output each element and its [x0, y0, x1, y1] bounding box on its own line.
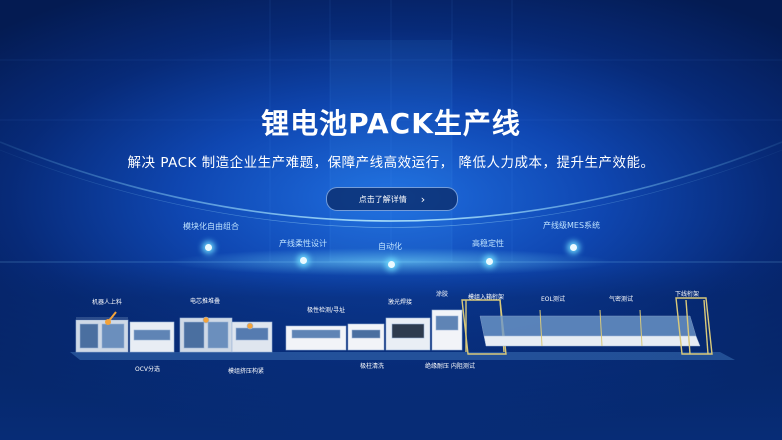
- laser-welding-machine: [385, 317, 431, 351]
- feature-stability-dot: [485, 257, 493, 265]
- ocv-sorting-machine: [129, 321, 175, 353]
- station-label: 下线桁架: [675, 291, 700, 298]
- feature-flexible-dot: [299, 256, 307, 264]
- station-label: EOL测试: [541, 296, 565, 303]
- gluing-machine: [431, 309, 463, 351]
- feature-mes: 产线级MES系统: [543, 221, 601, 230]
- station-label: 激光焊接: [388, 299, 413, 306]
- test-frames: [539, 309, 643, 347]
- station-label: 模组挤压构紧: [228, 368, 265, 375]
- station-label: 绝缘耐压 内阻测试: [425, 363, 475, 370]
- module-compress-cell: [231, 321, 273, 353]
- polarity-detection-machine: [285, 325, 347, 351]
- chevron-right-icon: ›: [420, 192, 426, 206]
- feature-flexible: 产线柔性设计: [279, 239, 327, 248]
- station-label: 极性检测/寻址: [307, 307, 346, 314]
- page-title: 锂电池PACK生产线: [261, 107, 521, 140]
- offline-gantry: [675, 297, 713, 355]
- feature-automation: 自动化: [378, 242, 402, 251]
- station-label: 机器人上料: [92, 299, 123, 306]
- feature-automation-dot: [387, 260, 395, 268]
- learn-more-label: 点击了解详情: [358, 194, 407, 204]
- feature-modular: 模块化自由组合: [183, 222, 239, 231]
- page-subtitle: 解决 PACK 制造企业生产难题，保障产线高效运行， 降低人力成本，提升生产效能…: [127, 155, 655, 171]
- test-conveyor-line: [479, 315, 701, 347]
- robot-loading-cell: [75, 317, 129, 353]
- conveyor-base: [70, 352, 735, 360]
- pole-cleaning-machine: [347, 323, 385, 351]
- cell-stacking-cell: [179, 316, 233, 353]
- feature-stability: 高稳定性: [472, 239, 504, 248]
- robot-arm-icon: [105, 311, 117, 325]
- station-label: OCV分选: [135, 366, 161, 373]
- feature-modular-dot: [204, 243, 212, 251]
- feature-mes-dot: [569, 243, 577, 251]
- station-label: 极柱清洗: [360, 363, 385, 370]
- station-label: 涂胶: [436, 291, 449, 298]
- station-label: 电芯推堆叠: [190, 298, 221, 305]
- learn-more-button[interactable]: 点击了解详情 ›: [326, 187, 458, 211]
- station-label: 气密测试: [609, 296, 634, 303]
- station-label: 模组入箱桁架: [468, 294, 505, 301]
